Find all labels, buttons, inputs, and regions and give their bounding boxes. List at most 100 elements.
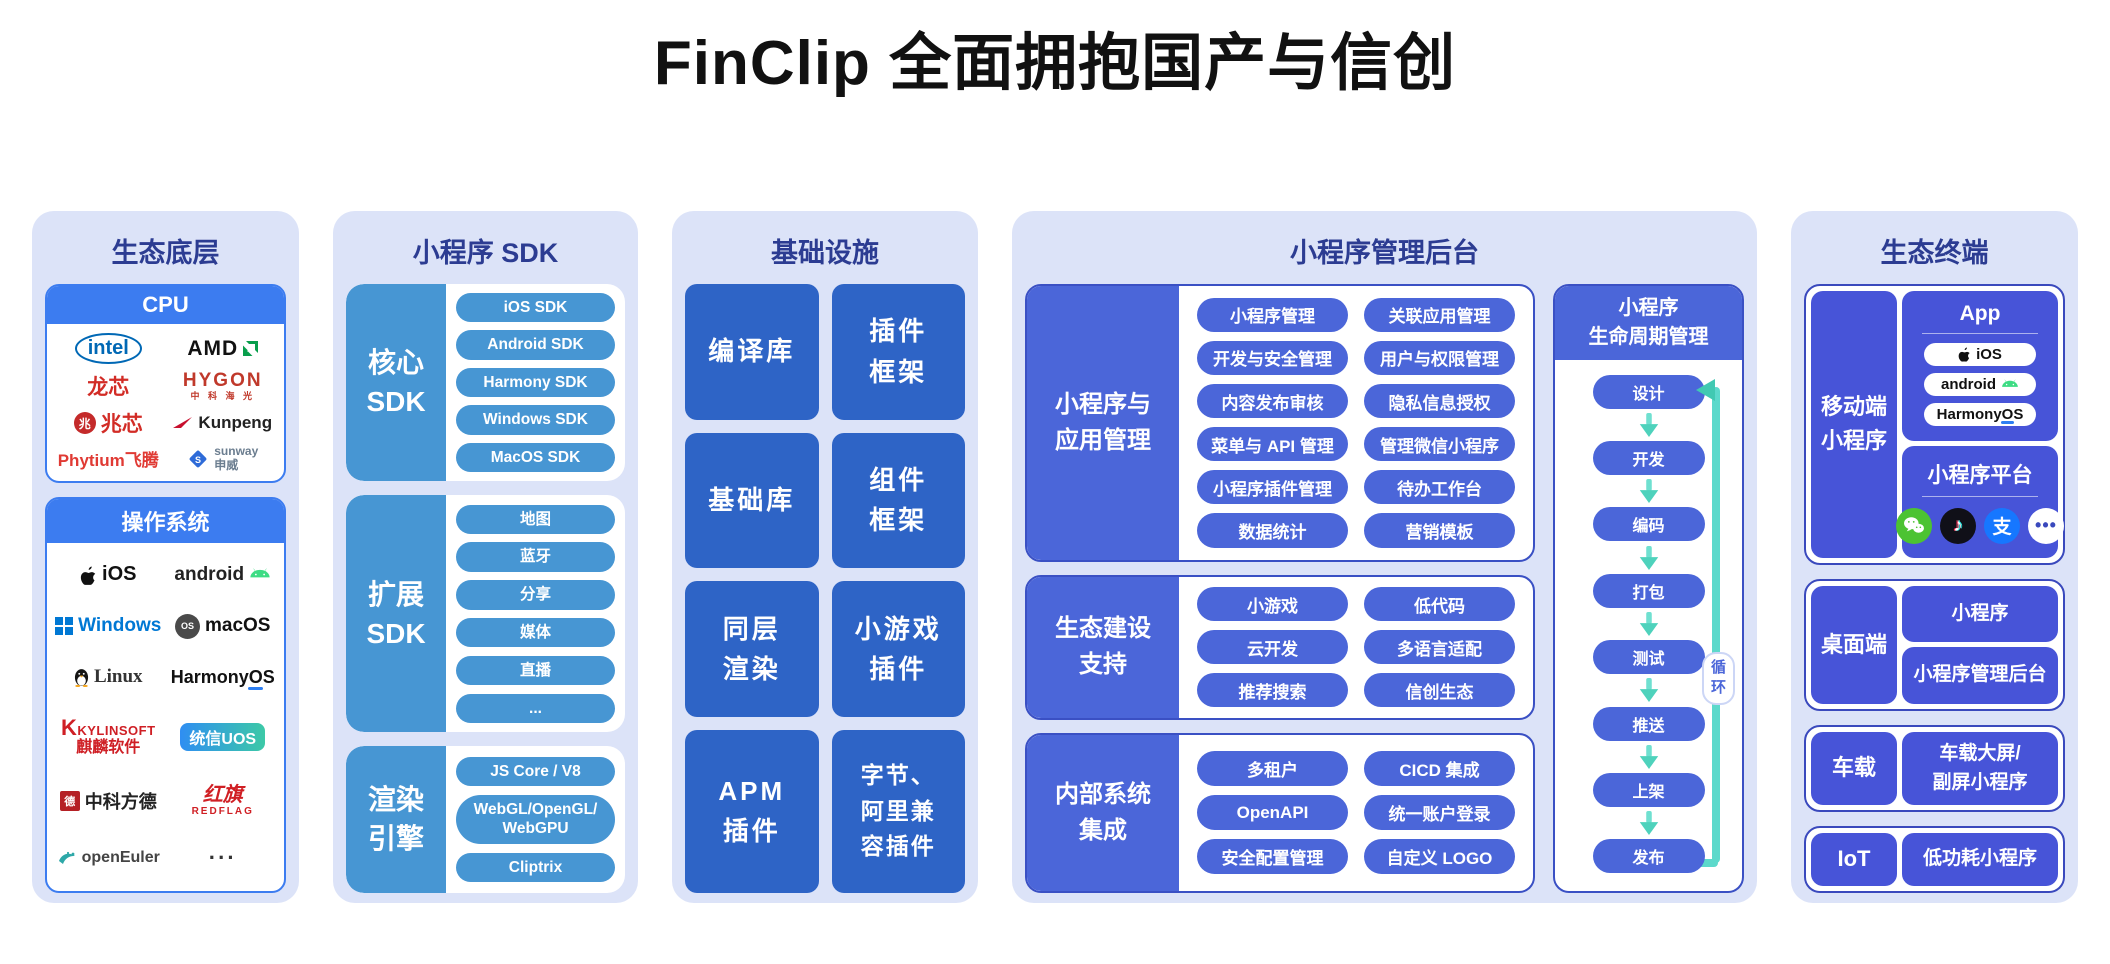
openeuler-logo-text: openEuler [81, 848, 160, 866]
desktop-tile-miniapp: 小程序 [1902, 585, 2058, 643]
admin-pill: 多租户 [1197, 751, 1348, 787]
windows-logo-text: Windows [78, 615, 162, 637]
terminal-desktop-label: 桌面端 [1811, 585, 1897, 704]
zhaoxin-logo-text: 兆芯 [100, 413, 143, 437]
kylinsoft-logo-subtext: 麒麟软件 [76, 739, 141, 757]
admin-pill: 隐私信息授权 [1364, 383, 1515, 419]
arrow-down-icon [1639, 678, 1658, 703]
arrow-down-icon [1639, 811, 1658, 836]
admin-group3-label: 内部系统 集成 [1027, 735, 1179, 891]
infra-grid: 编译库 插件 框架 基础库 组件 框架 同层 渲染 小游戏 插件 APM 插件 … [685, 283, 965, 893]
vendor-hygon: HYGON 中 科 海 光 [183, 371, 263, 401]
column-infrastructure: 基础设施 编译库 插件 框架 基础库 组件 框架 同层 渲染 小游戏 插件 AP… [672, 210, 978, 903]
redflag-logo-text: 红旗 [202, 783, 243, 806]
lifecycle-step-publish: 发布 [1592, 839, 1705, 874]
app-card: App iOS android HarmonyOS [1902, 290, 2058, 441]
loongson-logo-text: 龙芯 [87, 376, 130, 400]
vendor-kunpeng: Kunpeng [173, 413, 272, 433]
terminal-group-iot: IoT 低功耗小程序 [1804, 826, 2065, 893]
lifecycle-step-test: 测试 [1592, 640, 1705, 675]
column-title-infra: 基础设施 [771, 237, 879, 268]
admin-group2-pills: 小游戏 低代码 云开发 多语言适配 推荐搜索 信创生态 [1179, 577, 1533, 719]
sdk-render-pills: JS Core / V8 WebGL/OpenGL/ WebGPU Cliptr… [446, 746, 625, 892]
lifecycle-step-design: 设计 [1592, 374, 1705, 409]
cpu-card: CPU intel AMD 龙芯 HYGON 中 科 海 光 [45, 283, 286, 484]
column-sdk-body: 核心 SDK iOS SDK Android SDK Harmony SDK W… [346, 283, 625, 893]
harmonyos-logo-text: HarmonyOS [170, 666, 275, 690]
terminal-vehicle-label: 车载 [1811, 731, 1897, 806]
loop-badge: 循 环 [1701, 652, 1735, 705]
sdk-pill-media: 媒体 [456, 617, 615, 648]
sdk-pill-windows: Windows SDK [456, 405, 615, 435]
macos-logo-text: macOS [205, 615, 271, 637]
arrow-down-icon [1639, 545, 1658, 570]
terminal-iot-label: IoT [1811, 833, 1897, 886]
linux-penguin-icon [74, 668, 89, 687]
admin-group1-pills: 小程序管理 关联应用管理 开发与安全管理 用户与权限管理 内容发布审核 隐私信息… [1179, 286, 1533, 560]
apple-icon [80, 566, 96, 585]
loop-line-stub [1692, 858, 1718, 867]
column-title-sdk: 小程序 SDK [412, 237, 559, 268]
ios-logo-text: iOS [102, 563, 137, 586]
admin-pill: 营销模板 [1364, 513, 1515, 548]
infra-tile-apm-plugin: APM 插件 [685, 730, 819, 893]
divider [1922, 495, 2038, 497]
sdk-group-render-engine: 渲染 引擎 JS Core / V8 WebGL/OpenGL/ WebGPU … [346, 746, 625, 893]
app-card-title: App [1959, 301, 2001, 325]
os-logo-grid: iOS android Windows OS macOS [47, 543, 284, 890]
os-redflag: 红旗 REDFLAG [192, 783, 254, 818]
admin-pill: 数据统计 [1197, 513, 1348, 548]
sdk-core-label: 核心 SDK [346, 283, 446, 482]
os-openeuler: openEuler [57, 849, 160, 867]
arrow-down-icon [1639, 479, 1658, 504]
amd-logo-text: AMD [187, 336, 239, 360]
platform-icon-row: ♪ 支 ••• [1896, 507, 2064, 544]
iot-tile: 低功耗小程序 [1902, 833, 2058, 886]
vendor-intel: intel [74, 333, 142, 365]
admin-pill: 菜单与 API 管理 [1197, 427, 1348, 462]
admin-pill: 信创生态 [1364, 673, 1515, 708]
admin-body: 小程序与 应用管理 小程序管理 关联应用管理 开发与安全管理 用户与权限管理 内… [1025, 283, 1744, 893]
amd-arrow-icon [243, 341, 259, 357]
infra-tile-minigame-plugin: 小游戏 插件 [831, 581, 965, 718]
zhaoxin-icon: 兆 [73, 412, 96, 435]
admin-pill: 多语言适配 [1364, 630, 1515, 665]
terminal-group-vehicle: 车载 车载大屏/ 副屏小程序 [1804, 724, 2065, 813]
platform-ios-label: iOS [1976, 345, 2002, 363]
vendor-loongson: 龙芯 [87, 371, 129, 401]
loop-arrowhead-icon [1696, 378, 1715, 401]
architecture-diagram: 生态底层 CPU intel AMD 龙芯 HYGON [0, 210, 2110, 903]
wechat-icon [1896, 507, 1932, 544]
column-ecosystem-base: 生态底层 CPU intel AMD 龙芯 HYGON [32, 210, 299, 903]
admin-pill: 小游戏 [1197, 587, 1348, 622]
kylinsoft-logo-text: KKYLINSOFT [60, 715, 156, 741]
cpu-logo-grid: intel AMD 龙芯 HYGON 中 科 海 光 兆 [47, 324, 284, 482]
vendor-phytium: Phytium飞腾 [58, 446, 159, 471]
os-harmonyos: HarmonyOS [170, 666, 275, 690]
platform-harmonyos-label: HarmonyOS [1936, 405, 2024, 424]
miniapp-platform-title: 小程序平台 [1927, 463, 2033, 487]
lifecycle-step-develop: 开发 [1592, 441, 1705, 475]
infra-tile-base-lib: 基础库 [685, 432, 819, 569]
desktop-tile-admin: 小程序管理后台 [1902, 647, 2058, 704]
platform-pill-ios: iOS [1924, 342, 2036, 366]
admin-pill: 小程序插件管理 [1197, 470, 1348, 505]
admin-pill: 推荐搜索 [1197, 673, 1348, 708]
lifecycle-step-code: 编码 [1592, 507, 1705, 542]
more-os-ellipsis: ··· [208, 844, 237, 870]
os-card-header: 操作系统 [47, 499, 284, 544]
os-windows: Windows [55, 615, 161, 637]
lifecycle-header: 小程序 生命周期管理 [1555, 285, 1742, 360]
cpu-card-header: CPU [47, 285, 284, 324]
infra-tile-plugin-framework: 插件 框架 [831, 283, 965, 420]
platform-android-label: android [1940, 375, 1996, 393]
sdk-pill-bluetooth: 蓝牙 [456, 542, 615, 572]
sdk-pill-harmony: Harmony SDK [456, 367, 615, 398]
sdk-pill-cliptrix: Cliptrix [456, 853, 615, 883]
douyin-icon: ♪ [1940, 507, 1976, 544]
terminal-mobile-content: App iOS android HarmonyOS [1896, 290, 2064, 558]
os-kylinsoft: KKYLINSOFT 麒麟软件 [61, 716, 156, 757]
vendor-amd: AMD [187, 336, 259, 361]
